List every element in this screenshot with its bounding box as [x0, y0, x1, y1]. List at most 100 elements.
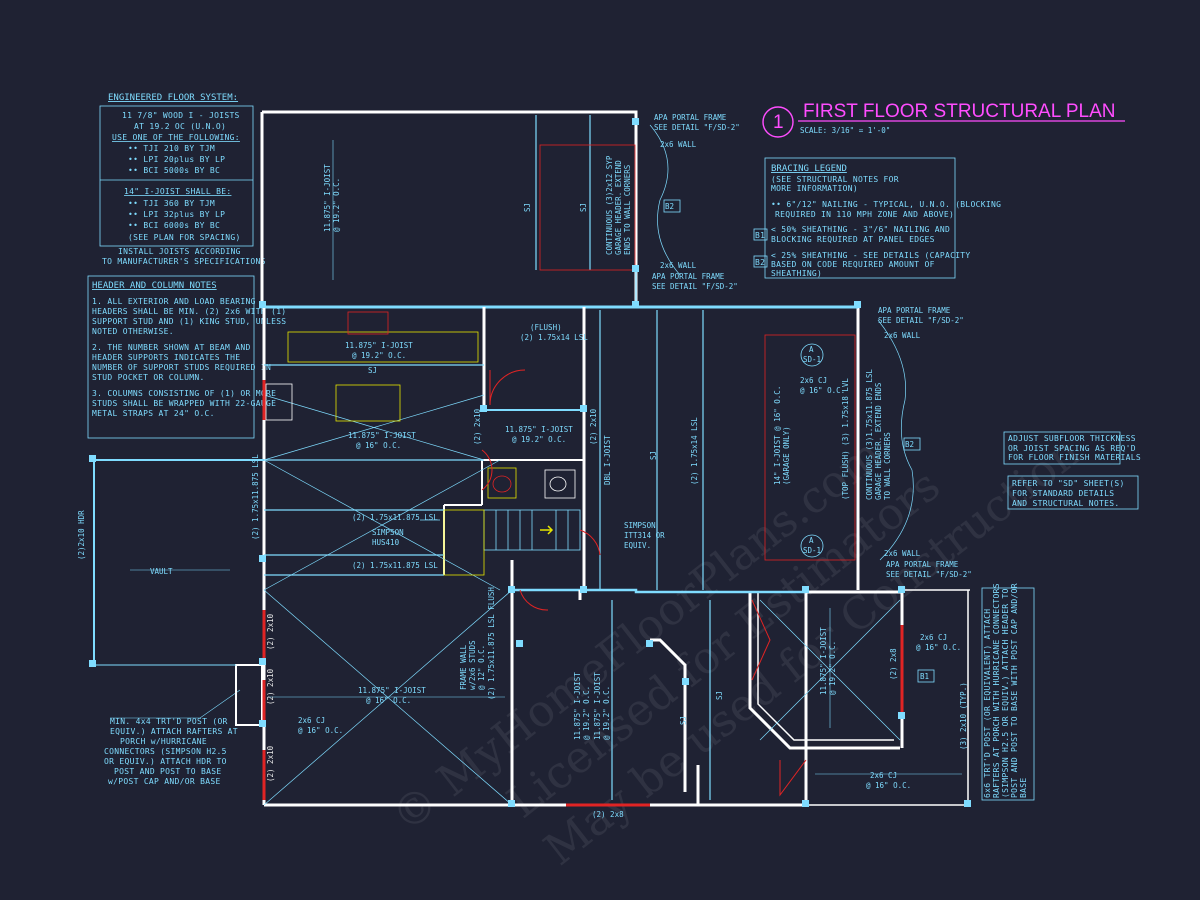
section-marker: A	[809, 345, 814, 354]
refer-note: AND STRUCTURAL NOTES.	[1012, 499, 1119, 508]
joist-label: 11.875" I-JOIST	[505, 425, 573, 434]
garage-header-label: CONTINUOUS (3)2x12 SYP	[605, 155, 614, 255]
header-note-line: HEADERS SHALL BE MIN. (2) 2x6 WITH (1)	[92, 307, 286, 316]
b2-tag: B2	[905, 440, 914, 449]
section-marker: A	[809, 536, 814, 545]
bracing-line: (SEE STRUCTURAL NOTES FOR	[771, 175, 899, 184]
post-note-line: RAFTERS AT PORCH WITH HURRICANE CONNECTO…	[992, 583, 1001, 798]
ef-line: AT 19.2 OC (U.N.O)	[134, 122, 226, 131]
bracing-line: SHEATHING)	[771, 269, 822, 278]
title-number: 1	[773, 112, 784, 133]
subfloor-note: OR JOIST SPACING AS REQ'D	[1008, 444, 1136, 453]
bracing-legend-heading: BRACING LEGEND	[771, 164, 847, 174]
frame-wall-label: FRAME WALL	[459, 644, 468, 690]
garage-header-outline	[539, 144, 636, 271]
wall-label: 2x6 WALL	[884, 331, 921, 340]
title-number-circle	[762, 106, 794, 138]
header-note-line: HEADER SUPPORTS INDICATES THE	[92, 353, 240, 362]
joist-label: @ 19.2" O.C.	[602, 686, 611, 740]
header-note-line: STUD POCKET OR COLUMN.	[92, 373, 205, 382]
apa-portal-label: SEE DETAIL "F/SD-2"	[878, 316, 964, 325]
cj-label: 2x6 CJ	[800, 376, 827, 385]
kitchen-fixtures	[265, 311, 479, 422]
bath-fixtures	[487, 467, 576, 499]
simpson-label: ITT314 OR	[624, 531, 665, 540]
ef-sub-line: (SEE PLAN FOR SPACING)	[128, 233, 241, 242]
porch-note-line: EQUIV.) ATTACH RAFTERS AT	[110, 727, 238, 736]
ef-line: 11 7/8" WOOD I - JOISTS	[122, 111, 240, 120]
beams	[264, 115, 711, 800]
ef-sub-line: •• LPI 32plus BY LP	[128, 210, 225, 219]
ef-line: USE ONE OF THE FOLLOWING:	[112, 133, 240, 142]
engineered-floor-heading: ENGINEERED FLOOR SYSTEM:	[108, 93, 238, 103]
porch-header-label: (2)2x10 HDR	[77, 510, 86, 560]
frame-wall-label: w/2x6 STUDS	[468, 640, 477, 690]
sj-label: SJ	[579, 203, 588, 212]
right-post-note: 6x6 TRT'D POST (OR EQUIVALENT) ATTACH RA…	[981, 583, 1035, 801]
lsl-label: (2) 1.75x11.875 LSL	[352, 513, 438, 522]
joist-label: 11.875" I-JOIST	[358, 686, 426, 695]
joist-label: @ 19.2" O.C.	[828, 641, 837, 695]
ef-footer: INSTALL JOISTS ACCORDING	[118, 247, 241, 256]
header-label: (2) 2x10	[266, 613, 275, 650]
bracing-line: MORE INFORMATION)	[771, 184, 858, 193]
post-note-line: BASE	[1019, 778, 1028, 798]
post-note-line: POST AND POST TO BASE WITH POST CAP AND/…	[1010, 583, 1019, 798]
bracing-line: •• 6"/12" NAILING - TYPICAL, U.N.O. (BLO…	[771, 200, 1001, 209]
joist-label: 11.875" I-JOIST	[345, 341, 413, 350]
right-header-label: TO WALL CORNERS	[883, 432, 892, 500]
header-column-notes: HEADER AND COLUMN NOTES 1. ALL EXTERIOR …	[87, 275, 286, 439]
bracing-line: < 50% SHEATHING - 3"/6" NAILING AND	[771, 225, 950, 234]
apa-portal-label: APA PORTAL FRAME	[652, 272, 725, 281]
b2-legend-tag: B2	[755, 258, 765, 267]
apa-portal-label: SEE DETAIL "F/SD-2"	[654, 123, 740, 132]
apa-portal-label: APA PORTAL FRAME	[878, 306, 951, 315]
simpson-label: SIMPSON	[372, 528, 404, 537]
joist-label: @ 16" O.C.	[366, 696, 411, 705]
header-label: (3) 2x10 (TYP.)	[959, 682, 968, 750]
cj-label: @ 16" O.C.	[916, 643, 961, 652]
porch-vault: VAULT (2)2x10 HDR	[77, 459, 264, 666]
flush-label: (2) 1.75x14 LSL	[520, 333, 588, 342]
header-note-line: 2. THE NUMBER SHOWN AT BEAM AND	[92, 343, 251, 352]
sj-label: SJ	[649, 451, 658, 460]
right-header-label: GARAGE HEADER. EXTEND ENDS	[874, 382, 883, 500]
b1-tag: B1	[920, 672, 929, 681]
section-marker: SD-1	[803, 546, 821, 555]
header-note-line: 3. COLUMNS CONSISTING OF (1) OR MORE	[92, 389, 276, 398]
apa-portal-label: SEE DETAIL "F/SD-2"	[886, 570, 972, 579]
apa-portal-label: APA PORTAL FRAME	[654, 113, 727, 122]
bracing-line: < 25% SHEATHING - SEE DETAILS (CAPACITY	[771, 251, 971, 260]
garage-joist-label: (GARAGE ONLY)	[782, 426, 791, 485]
column-posts	[89, 118, 971, 807]
post-note-line: (SIMPSON H2.5 OR EQUIV.) ATTACH HEADER T…	[1001, 588, 1010, 798]
frame-wall-label: @ 12" O.C.	[477, 645, 486, 690]
apa-portal-label: APA PORTAL FRAME	[886, 560, 959, 569]
bracing-line: BASED ON CODE REQUIRED AMOUNT OF	[771, 260, 935, 269]
lsl-label: (2) 1.75x11.875 LSL FLUSH	[487, 587, 496, 700]
door-swings	[481, 369, 807, 797]
porch-note-line: OR EQUIV.) ATTACH HDR TO	[104, 757, 227, 766]
simpson-label: HUS410	[372, 538, 400, 547]
header-label: (2) 2x8	[889, 648, 898, 680]
joist-label: @ 16" O.C.	[356, 441, 401, 450]
section-marker: SD-1	[803, 355, 821, 364]
title-scale: SCALE: 3/16" = 1'-0"	[800, 126, 890, 135]
refer-note: FOR STANDARD DETAILS	[1012, 489, 1114, 498]
simpson-label: EQUIV.	[624, 541, 651, 550]
header-note-line: NOTED OTHERWISE.	[92, 327, 174, 336]
wall-label: 2x6 WALL	[660, 261, 697, 270]
post-note-line: 6x6 TRT'D POST (OR EQUIVALENT) ATTACH	[983, 609, 992, 798]
right-header-label: CONTINUOUS (3)1.75x11.875 LSL	[865, 369, 874, 500]
ef-sub-heading: 14" I-JOIST SHALL BE:	[124, 187, 231, 196]
joist-label: @ 19.2" O.C.	[352, 351, 406, 360]
porch-note-line: CONNECTORS (SIMPSON H2.5	[104, 747, 227, 756]
joist-label: @ 19.2" O.C.	[332, 178, 341, 232]
subfloor-note: FOR FLOOR FINISH MATERIALS	[1008, 453, 1141, 462]
header-label: (2) 2x10	[473, 408, 482, 445]
porch-note-line: POST AND POST TO BASE	[114, 767, 221, 776]
cj-label: 2x6 CJ	[298, 716, 325, 725]
ef-sub-line: •• BCI 6000s BY BC	[128, 221, 220, 230]
right-header-outline	[764, 334, 856, 561]
apa-portal-label: SEE DETAIL "F/SD-2"	[652, 282, 738, 291]
